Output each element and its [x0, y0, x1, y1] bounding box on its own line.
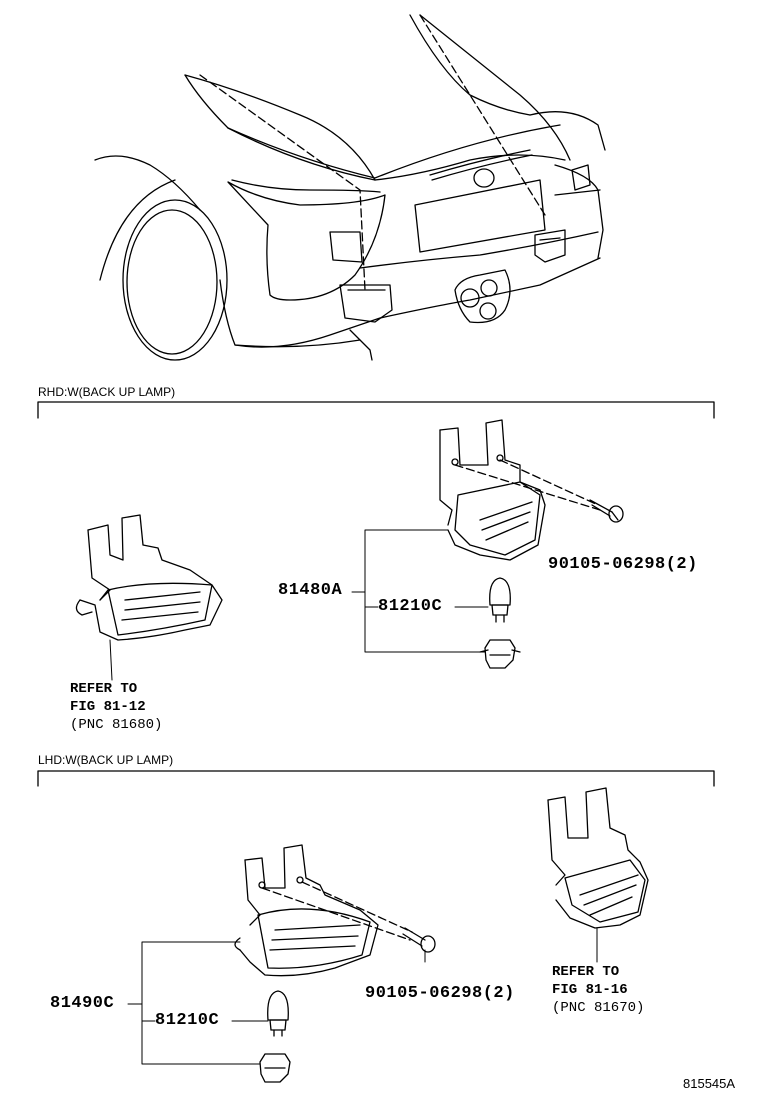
lhd-section-title: LHD:W(BACK UP LAMP)	[38, 753, 174, 767]
lhd-callout-lines	[127, 941, 269, 1065]
lhd-refer-line1: REFER TO	[552, 964, 620, 980]
lhd-screw-90105-06298	[402, 927, 436, 963]
lhd-assembly-part-number: 81490C	[50, 994, 115, 1013]
rhd-socket	[479, 639, 521, 669]
rhd-section-title: RHD:W(BACK UP LAMP)	[38, 385, 176, 399]
lhd-bulb-part-number: 81210C	[155, 1011, 220, 1030]
lhd-socket	[259, 1053, 291, 1083]
rhd-screw-90105-06298	[589, 499, 624, 523]
car-rear-illustration	[94, 14, 606, 361]
rhd-bulb-81210c	[489, 577, 511, 623]
lhd-lamp-assembly-81490c	[234, 844, 413, 977]
lhd-bracket-frame	[37, 770, 715, 787]
rhd-callout-lines	[351, 529, 489, 653]
lhd-bulb-81210c	[267, 990, 289, 1037]
lhd-screw-part-number: 90105-06298(2)	[365, 984, 515, 1003]
rhd-screw-part-number: 90105-06298(2)	[548, 555, 698, 574]
rhd-refer-line1: REFER TO	[70, 681, 138, 697]
rhd-refer-line3: (PNC 81680)	[70, 717, 163, 733]
lhd-refer-line3: (PNC 81670)	[552, 1000, 645, 1016]
rhd-refer-line2: FIG 81-12	[70, 699, 146, 715]
lhd-reference-lamp	[547, 787, 649, 963]
figure-id: 815545A	[683, 1076, 736, 1091]
rhd-assembly-part-number: 81480A	[278, 581, 343, 600]
rhd-reference-lamp	[75, 514, 223, 681]
rhd-bulb-part-number: 81210C	[378, 597, 443, 616]
lhd-refer-line2: FIG 81-16	[552, 982, 628, 998]
rhd-lamp-assembly-81480a	[439, 419, 601, 561]
rhd-bracket-frame	[37, 401, 715, 419]
